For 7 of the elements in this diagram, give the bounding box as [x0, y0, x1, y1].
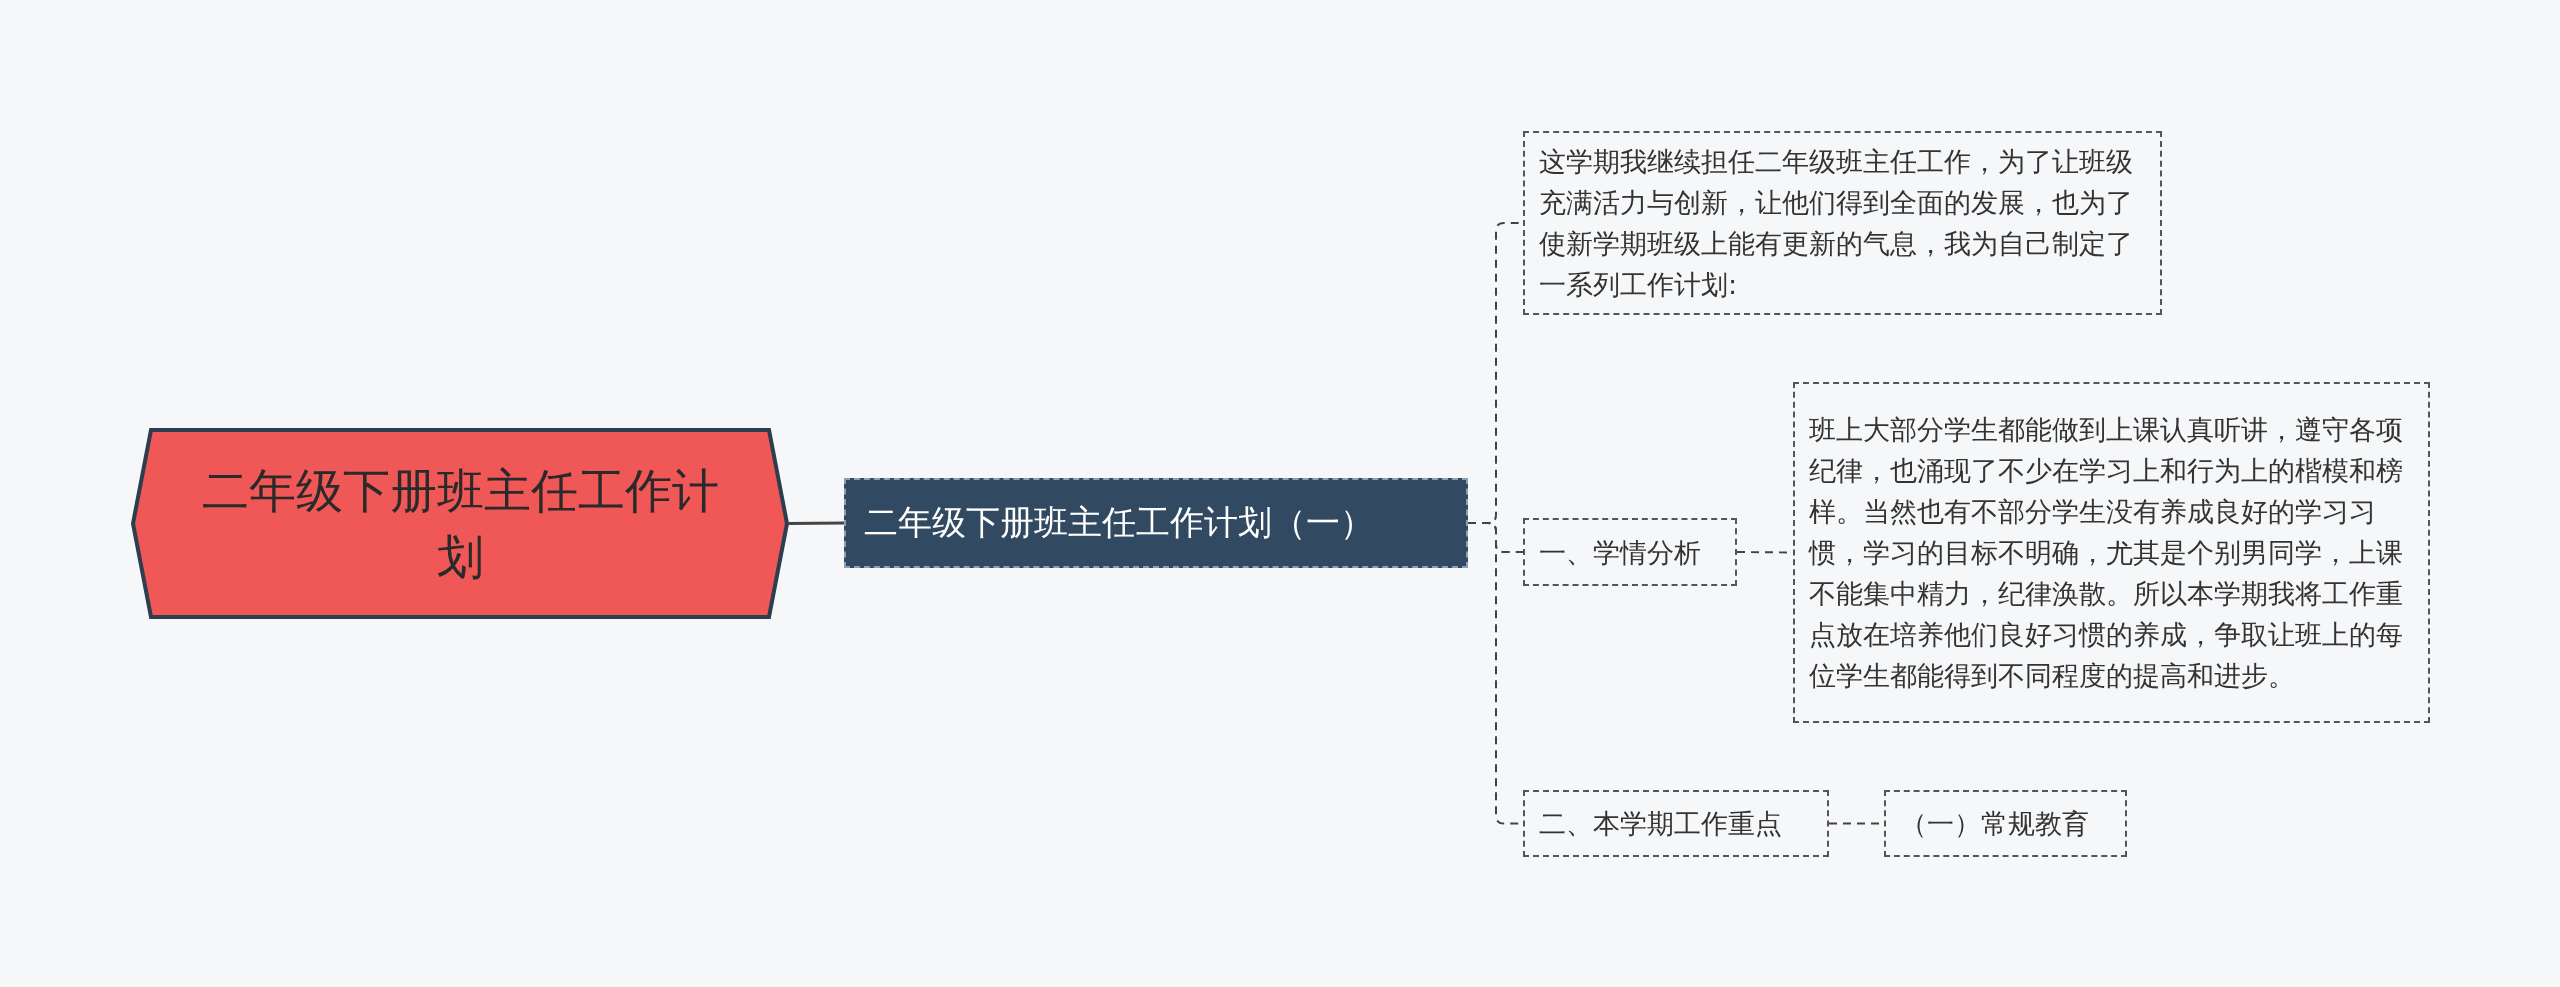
topic-box: 二年级下册班主任工作计划（一） — [844, 478, 1468, 568]
connector — [789, 521, 844, 525]
text-box: （一）常规教育 — [1884, 790, 2127, 857]
text-box: 班上大部分学生都能做到上课认真听讲，遵守各项纪律，也涌现了不少在学习上和行为上的楷模和榜样。当然也有不部分学生没有养成良好的学习习惯，学习的目标不明确，尤其是个别男同学，上课不能集中精力，纪律涣散。所以本学期我将工作重点放在培养他们良好习惯的养成，争取让班上的每位学生都能得到不同程度的提高和进步。 — [1793, 382, 2430, 723]
text-box: 这学期我继续担任二年级班主任工作，为了让班级充满活力与创新，让他们得到全面的发展，也为了使新学期班级上能有更新的气息，我为自己制定了一系列工作计划: — [1523, 131, 2162, 315]
text-box: 一、学情分析 — [1523, 518, 1737, 586]
text-box: 二、本学期工作重点 — [1523, 790, 1829, 857]
